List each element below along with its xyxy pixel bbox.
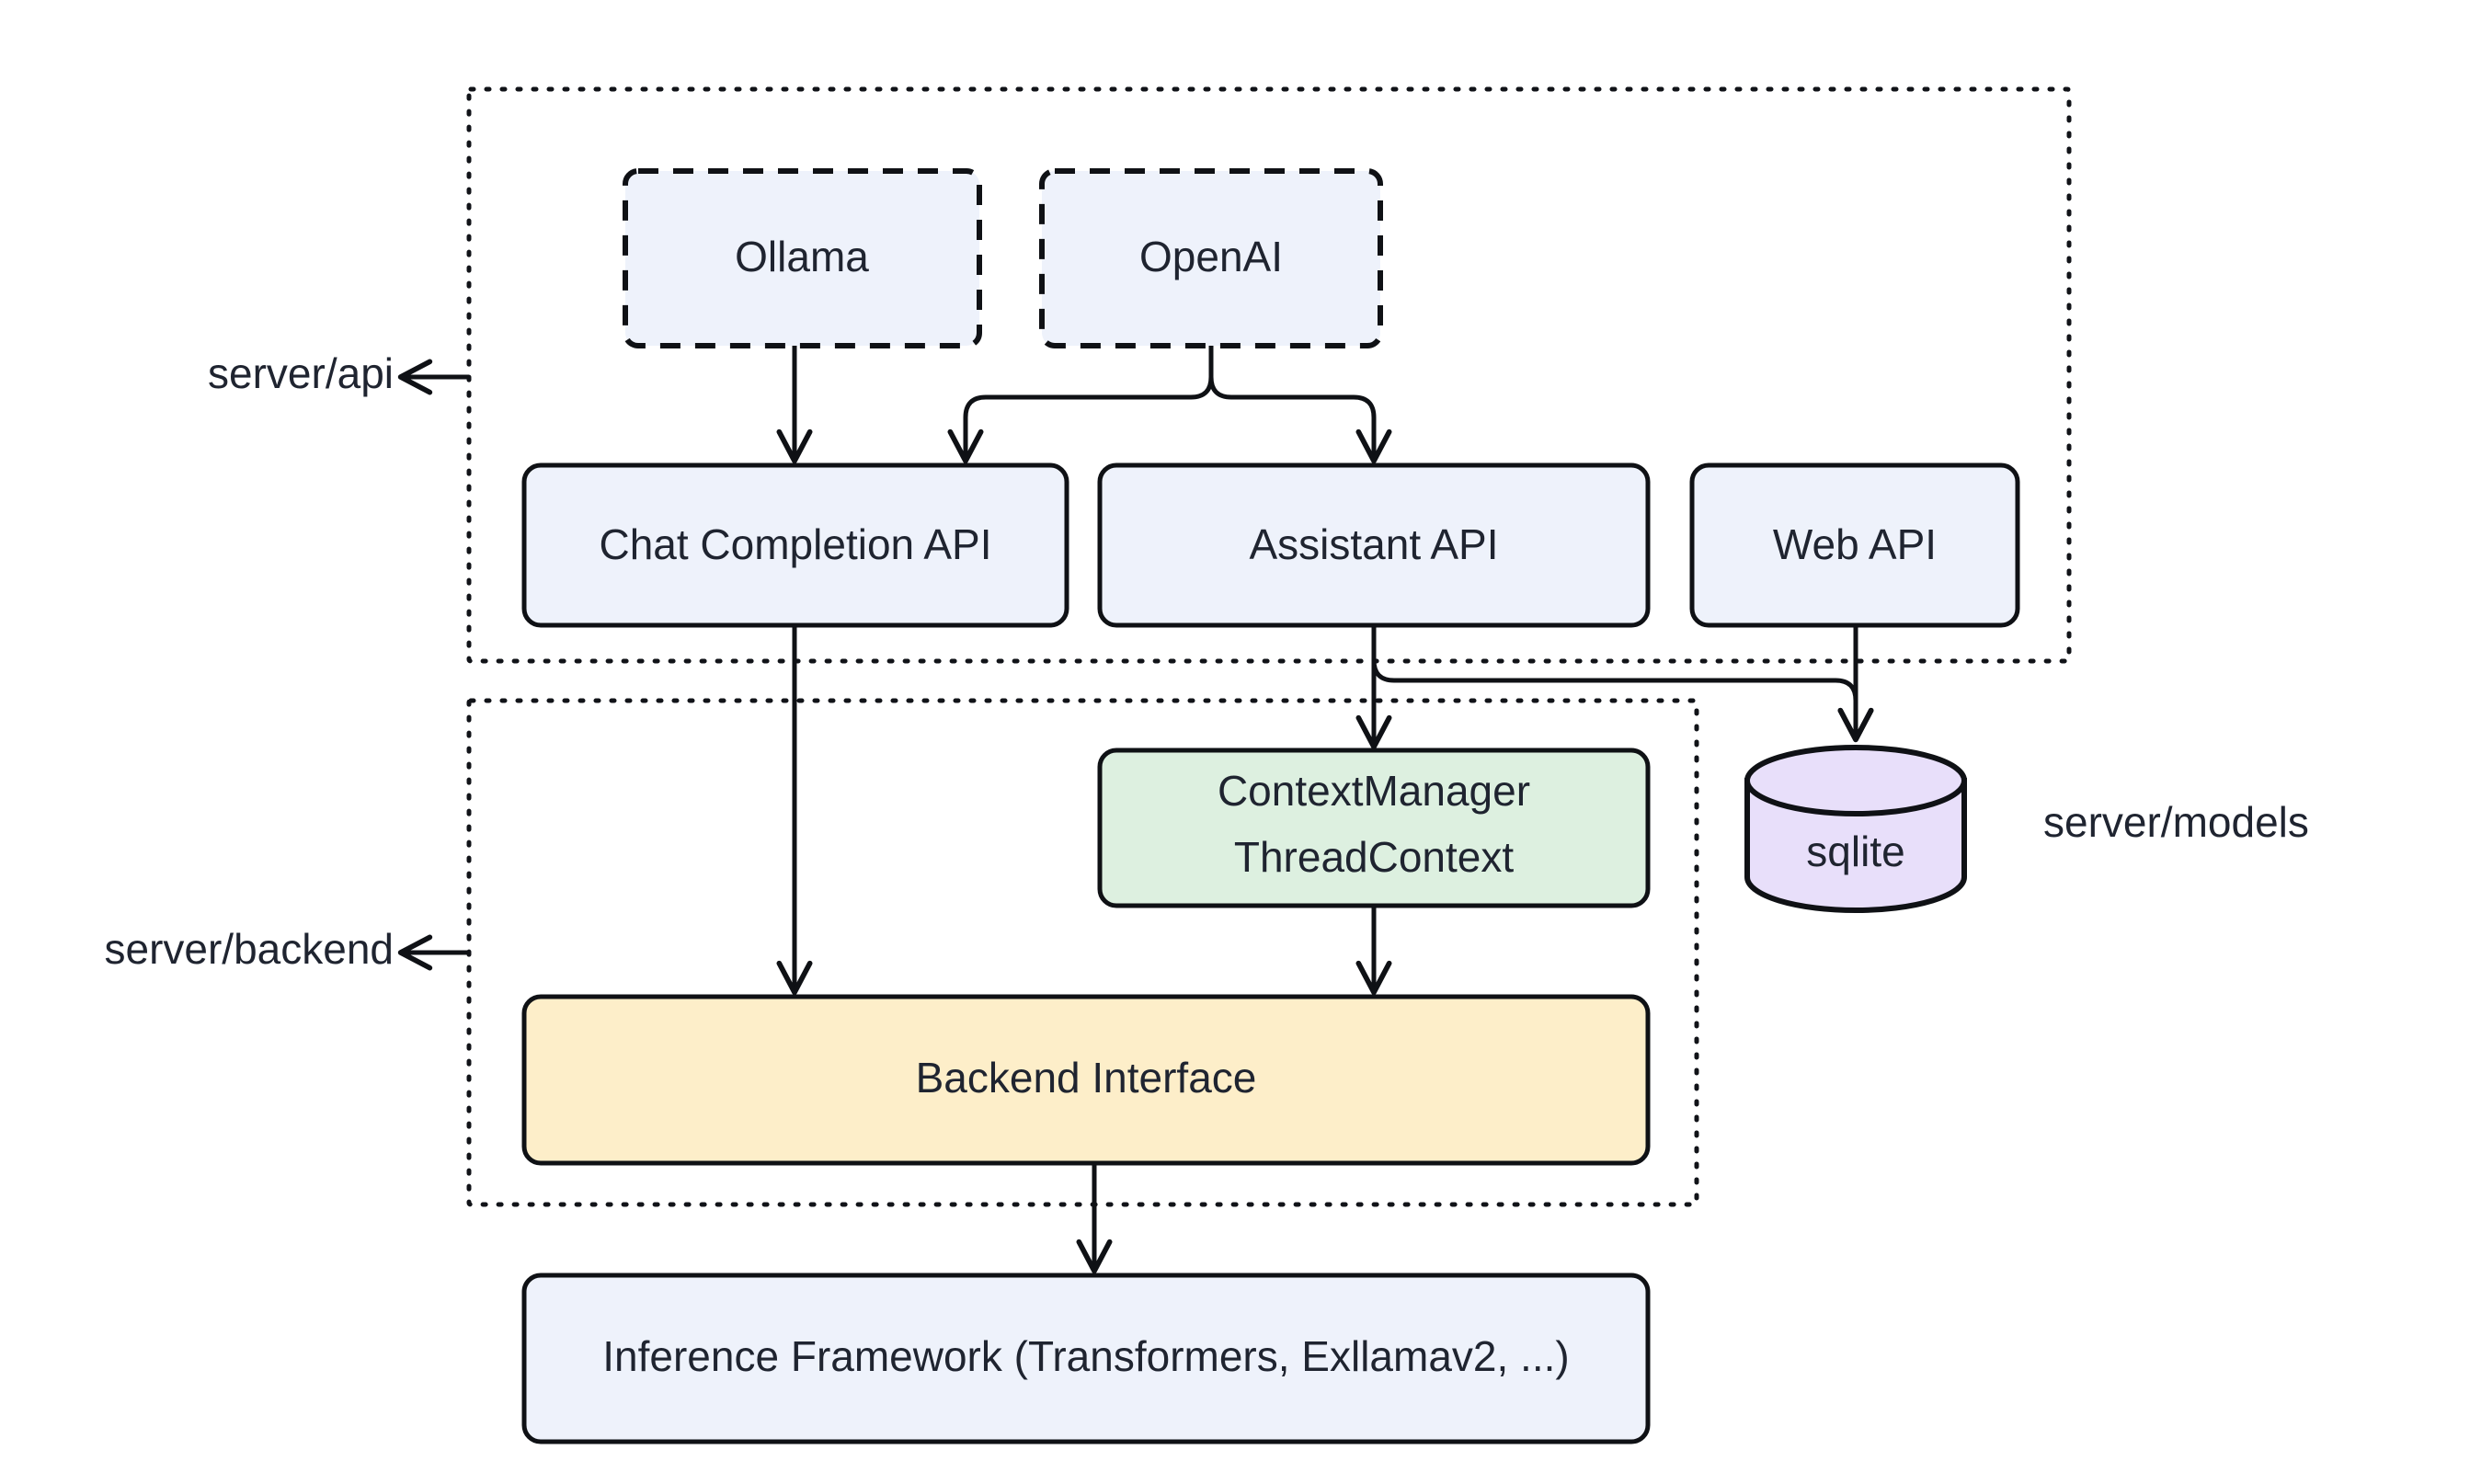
- node-backend-interface[interactable]: Backend Interface: [521, 994, 1651, 1166]
- node-sqlite[interactable]: sqlite: [1744, 745, 1967, 913]
- group-label-server-models: server/models: [2043, 798, 2309, 846]
- group-label-server-api: server/api: [208, 349, 394, 397]
- node-web-api[interactable]: Web API: [1689, 462, 2020, 628]
- node-ollama-label: Ollama: [735, 233, 869, 280]
- node-ollama-shape[interactable]: [623, 168, 982, 348]
- node-assistant-api-shape[interactable]: [1097, 462, 1651, 628]
- node-assistant-api[interactable]: Assistant API: [1097, 462, 1651, 628]
- node-context-manager-label-line1: ContextManager: [1218, 767, 1530, 815]
- node-openai-label: OpenAI: [1139, 233, 1283, 280]
- node-ollama[interactable]: Ollama: [623, 168, 982, 348]
- node-sqlite-cylinder-top[interactable]: [1744, 745, 1967, 816]
- node-sqlite-label: sqlite: [1806, 828, 1904, 875]
- node-sqlite-cylinder-body[interactable]: [1744, 778, 1967, 913]
- node-assistant-api-label: Assistant API: [1249, 520, 1498, 568]
- node-inference-framework-shape[interactable]: [521, 1273, 1651, 1444]
- node-chat-completion-api[interactable]: Chat Completion API: [521, 462, 1069, 628]
- node-backend-interface-shape[interactable]: [521, 994, 1651, 1166]
- node-chat-completion-api-label: Chat Completion API: [599, 520, 991, 568]
- node-openai-shape[interactable]: [1039, 168, 1383, 348]
- node-context-manager-label-line2: ThreadContext: [1234, 833, 1514, 881]
- node-web-api-label: Web API: [1773, 520, 1937, 568]
- edge-assistant-api-to-sqlite: [1371, 659, 1874, 743]
- node-context-manager[interactable]: ContextManager ThreadContext: [1097, 748, 1651, 908]
- edge-openai-to-assistant-api: [1208, 376, 1392, 464]
- node-openai[interactable]: OpenAI: [1039, 168, 1383, 348]
- node-chat-completion-api-shape[interactable]: [521, 462, 1069, 628]
- edge-openai-to-chat-completion-api: [947, 376, 1214, 464]
- node-backend-interface-label: Backend Interface: [916, 1054, 1257, 1102]
- group-label-server-backend: server/backend: [105, 925, 395, 973]
- node-context-manager-shape[interactable]: [1097, 748, 1651, 908]
- node-inference-framework[interactable]: Inference Framework (Transformers, Exlla…: [521, 1273, 1651, 1444]
- node-web-api-shape[interactable]: [1689, 462, 2020, 628]
- node-inference-framework-label: Inference Framework (Transformers, Exlla…: [602, 1332, 1569, 1380]
